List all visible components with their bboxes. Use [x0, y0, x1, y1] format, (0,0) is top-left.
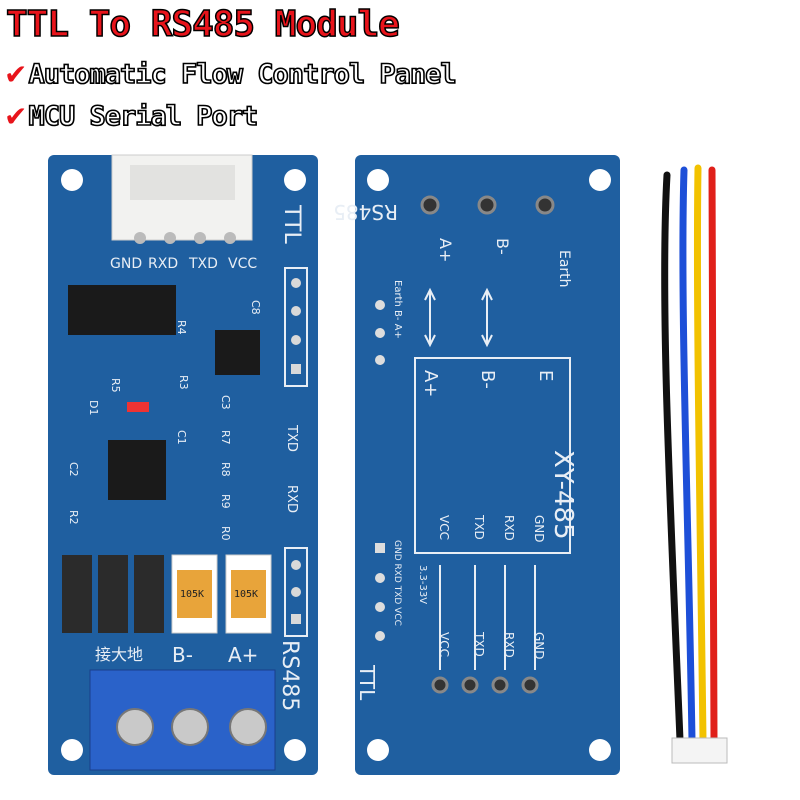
svg-text:GND: GND — [532, 632, 546, 660]
svg-text:Earth: Earth — [556, 250, 572, 288]
b-minus-label: B- — [172, 643, 193, 667]
svg-text:3.3-33V: 3.3-33V — [417, 565, 428, 604]
led — [127, 402, 149, 412]
model-label: XY-485 — [548, 450, 578, 540]
checkmark-icon: ✔ — [4, 100, 27, 133]
svg-text:D1: D1 — [87, 400, 100, 415]
ic-chip — [108, 440, 166, 500]
rxd-led-label: RXD — [284, 485, 299, 513]
pin-label: RXD — [148, 256, 178, 272]
earth-label: 接大地 — [95, 645, 143, 664]
wire-harness — [661, 164, 728, 764]
ic-chip — [68, 285, 176, 335]
wire-connector — [671, 737, 728, 764]
pin-label: GND — [110, 256, 142, 272]
svg-text:A+: A+ — [436, 238, 455, 262]
svg-text:A+: A+ — [420, 370, 441, 397]
svg-text:TXD: TXD — [472, 631, 486, 657]
svg-text:R8: R8 — [219, 462, 232, 477]
svg-text:105K: 105K — [234, 589, 258, 600]
svg-text:RXD: RXD — [502, 515, 516, 541]
checkmark-icon: ✔ — [4, 58, 27, 91]
pin-label: VCC — [228, 256, 257, 272]
svg-text:GND RXD TXD VCC: GND RXD TXD VCC — [392, 540, 402, 626]
svg-text:C3: C3 — [219, 395, 232, 410]
pin-label: TXD — [188, 256, 218, 272]
product-title: TTL To RS485 Module — [5, 3, 400, 46]
svg-text:RXD: RXD — [502, 632, 516, 658]
svg-text:Earth B- A+: Earth B- A+ — [392, 280, 403, 339]
svg-text:R2: R2 — [67, 510, 80, 525]
feature-2: ✔MCU Serial Port — [4, 100, 259, 133]
svg-text:VCC: VCC — [437, 632, 451, 657]
rs485-label: RS485 — [333, 200, 398, 224]
component-labels: C8 R4 R3 R5 D1 C3 C1 R7 R8 R9 R0 C2 R2 — [67, 300, 262, 541]
svg-text:R0: R0 — [219, 526, 232, 541]
svg-text:VCC: VCC — [437, 515, 451, 540]
right-board: RS485 A+ B- Earth Earth B- A+ A+ B- E XY… — [333, 155, 620, 775]
svg-text:105K: 105K — [180, 589, 204, 600]
left-board: GND RXD TXD VCC TTL C8 R4 R3 R5 D1 C3 C1… — [48, 154, 318, 775]
svg-text:C2: C2 — [67, 462, 80, 477]
feature-text: Automatic Flow Control Panel — [28, 58, 458, 91]
feature-1: ✔Automatic Flow Control Panel — [4, 58, 458, 91]
svg-text:R9: R9 — [219, 494, 232, 509]
diodes — [62, 555, 164, 633]
feature-text: MCU Serial Port — [28, 100, 259, 133]
svg-text:C8: C8 — [249, 300, 262, 315]
a-plus-label: A+ — [228, 643, 258, 667]
ttl-label: TTL — [279, 204, 304, 244]
svg-text:R5: R5 — [109, 378, 122, 393]
svg-text:E: E — [535, 370, 556, 381]
txd-led-label: TXD — [284, 424, 299, 452]
svg-text:B-: B- — [493, 238, 512, 255]
regulator — [215, 330, 260, 375]
svg-text:TXD: TXD — [472, 514, 486, 540]
svg-text:B-: B- — [477, 370, 498, 389]
svg-text:R4: R4 — [175, 320, 188, 335]
rs485-label: RS485 — [277, 640, 302, 711]
svg-text:C1: C1 — [175, 430, 188, 445]
svg-text:GND: GND — [532, 515, 546, 543]
svg-text:TTL: TTL — [355, 664, 379, 701]
svg-text:R7: R7 — [219, 430, 232, 445]
svg-text:R3: R3 — [177, 375, 190, 390]
